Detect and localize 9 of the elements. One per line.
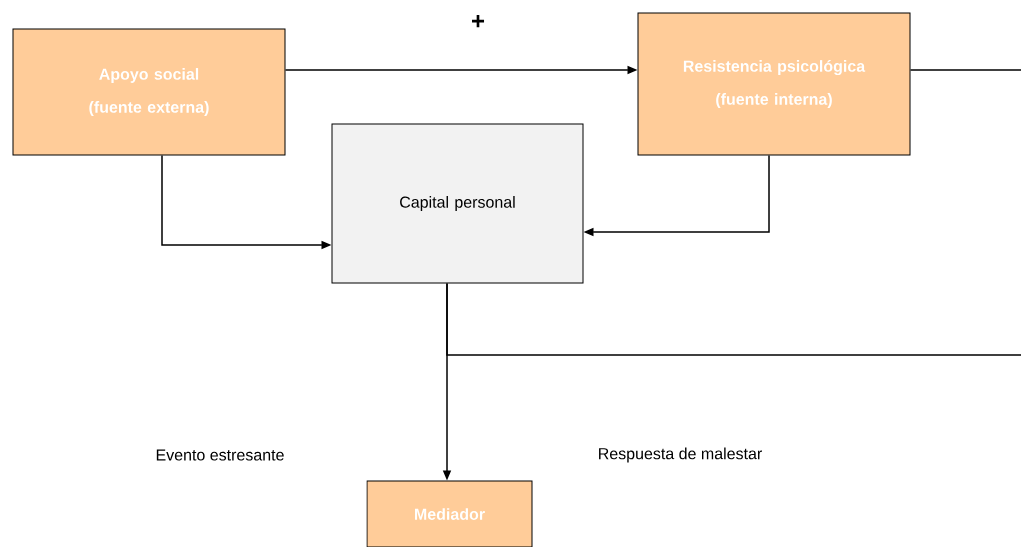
connector-line: [909, 69, 1021, 71]
concept-box: Apoyo social (fuente externa): [12, 28, 286, 156]
concept-box: Resistencia psicológica (fuente interna): [637, 12, 911, 156]
edge-label: +: [470, 13, 486, 31]
concept-box: Mediador: [366, 480, 533, 547]
text-label: Evento estresante: [156, 449, 284, 461]
text-label: Respuesta de malestar: [599, 447, 762, 463]
central-box: Capital personal: [331, 123, 584, 284]
connector-line: [446, 282, 1021, 356]
